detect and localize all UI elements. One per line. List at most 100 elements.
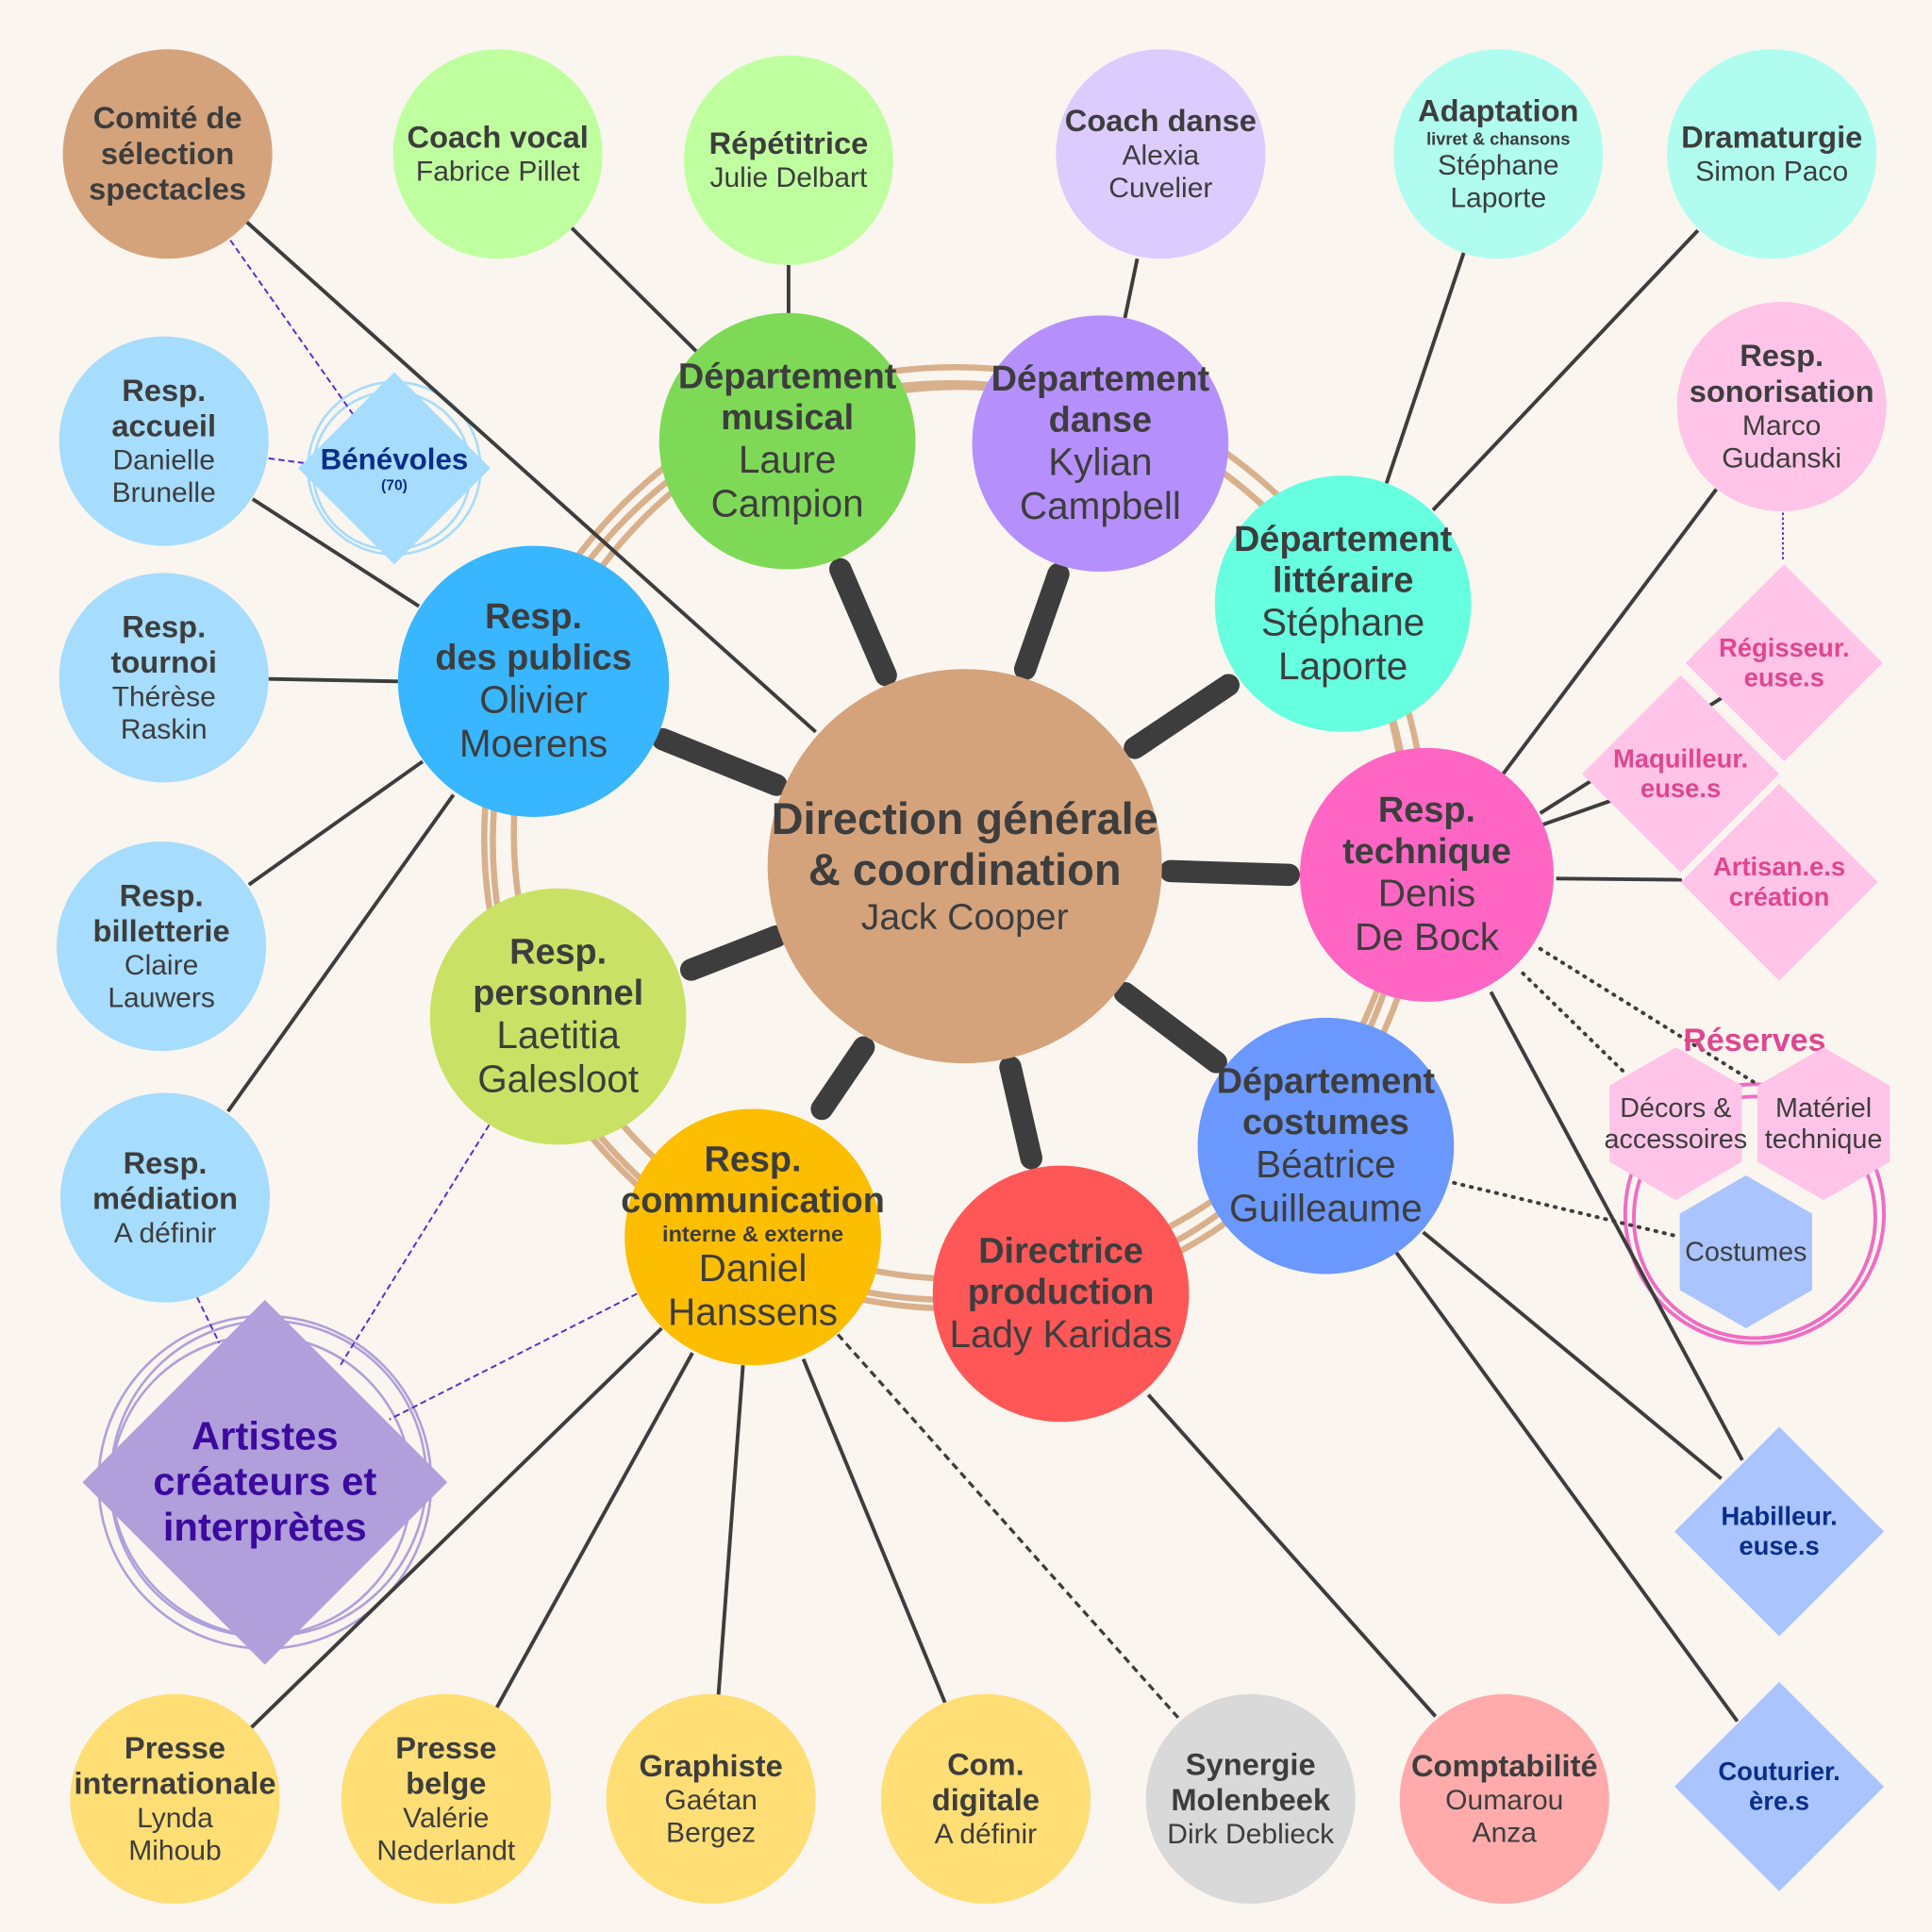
person-name: Brunelle [112,477,216,508]
role-label: Bénévoles [321,442,469,475]
node-circle [932,1165,1190,1423]
role-label: Resp. [122,609,206,644]
role-label: Dramaturgie [1681,120,1862,155]
diamond-benevoles[interactable]: Bénévoles(70) [298,372,491,565]
spoke-connector [1013,562,1070,680]
node-circle [880,1693,1091,1904]
person-name: Gaétan [664,1785,758,1816]
spoke-connector [999,1056,1042,1170]
node-circle [1214,475,1472,732]
role-label: production [968,1273,1155,1312]
diamond-couturiers[interactable]: Couturier.ère.s [1674,1681,1885,1891]
role-label: Resp. [122,373,206,408]
reserve-costumes[interactable]: Costumes [1679,1175,1812,1328]
person-name: Daniel [699,1246,808,1290]
role-label: Couturier. [1718,1757,1840,1786]
node-circle [767,669,1162,1064]
node-circle [397,545,670,817]
hexagon-shape [1679,1175,1812,1328]
diamond-maquilleurs[interactable]: Maquilleur.euse.s [1582,675,1780,873]
hexagon-shape [1757,1047,1890,1201]
role-label: Département [678,357,897,396]
role-label: Graphiste [639,1748,782,1783]
node-circle [1299,747,1555,1002]
role-label: Synergie [1186,1746,1316,1781]
person-name: Laetitia [496,1013,620,1057]
person-name: Hanssens [668,1291,838,1334]
link-line [244,220,817,734]
role-label: Comptabilité [1411,1748,1598,1783]
role-label: Direction générale [772,793,1158,843]
person-name: De Bock [1355,915,1500,958]
person-name: Galesloot [477,1057,639,1100]
diamond-regisseurs[interactable]: Régisseur.euse.s [1685,564,1883,762]
role-label: interne & externe [662,1222,843,1246]
person-name: Stéphane [1438,150,1559,181]
role-label: sonorisation [1690,374,1874,408]
role-label: billetterie [93,913,230,948]
role-label: Resp. [1378,791,1475,830]
person-name: Guilleaume [1229,1187,1423,1230]
link-line [1489,991,1744,1461]
role-label: livret & chansons [1426,128,1570,148]
person-name: Laporte [1278,644,1407,688]
role-label: costumes [1242,1103,1409,1142]
role-label: danse [1049,401,1152,441]
link-line [1431,228,1700,512]
link-line [247,759,425,887]
person-name: Matériel [1775,1093,1872,1124]
role-label: belge [406,1766,486,1801]
node-circle [58,573,269,783]
role-label: internationale [74,1766,275,1801]
node-circle [972,315,1229,573]
link-line [1540,799,1611,827]
role-label: & coordination [808,844,1122,894]
reserve-decors[interactable]: Décors &accessoires [1605,1047,1748,1201]
spoke-connector [651,727,788,796]
node-circle [62,49,273,259]
role-label: sélection [101,136,235,171]
person-name: Décors & [1620,1093,1731,1124]
person-name: A définir [935,1819,1038,1850]
diamond-shape [1685,564,1883,762]
role-label: communication [621,1181,885,1221]
role-label: euse.s [1641,774,1721,803]
diamond-habilleurs[interactable]: Habilleur.euse.s [1674,1426,1885,1637]
person-name: Lauwers [108,983,215,1014]
person-name: Raskin [121,714,208,745]
node-circle [1197,1017,1455,1274]
person-name: Gudanski [1722,443,1841,475]
role-label: Maquilleur. [1613,743,1748,773]
role-label: Adaptation [1418,93,1578,128]
role-label: Resp. [704,1141,801,1180]
